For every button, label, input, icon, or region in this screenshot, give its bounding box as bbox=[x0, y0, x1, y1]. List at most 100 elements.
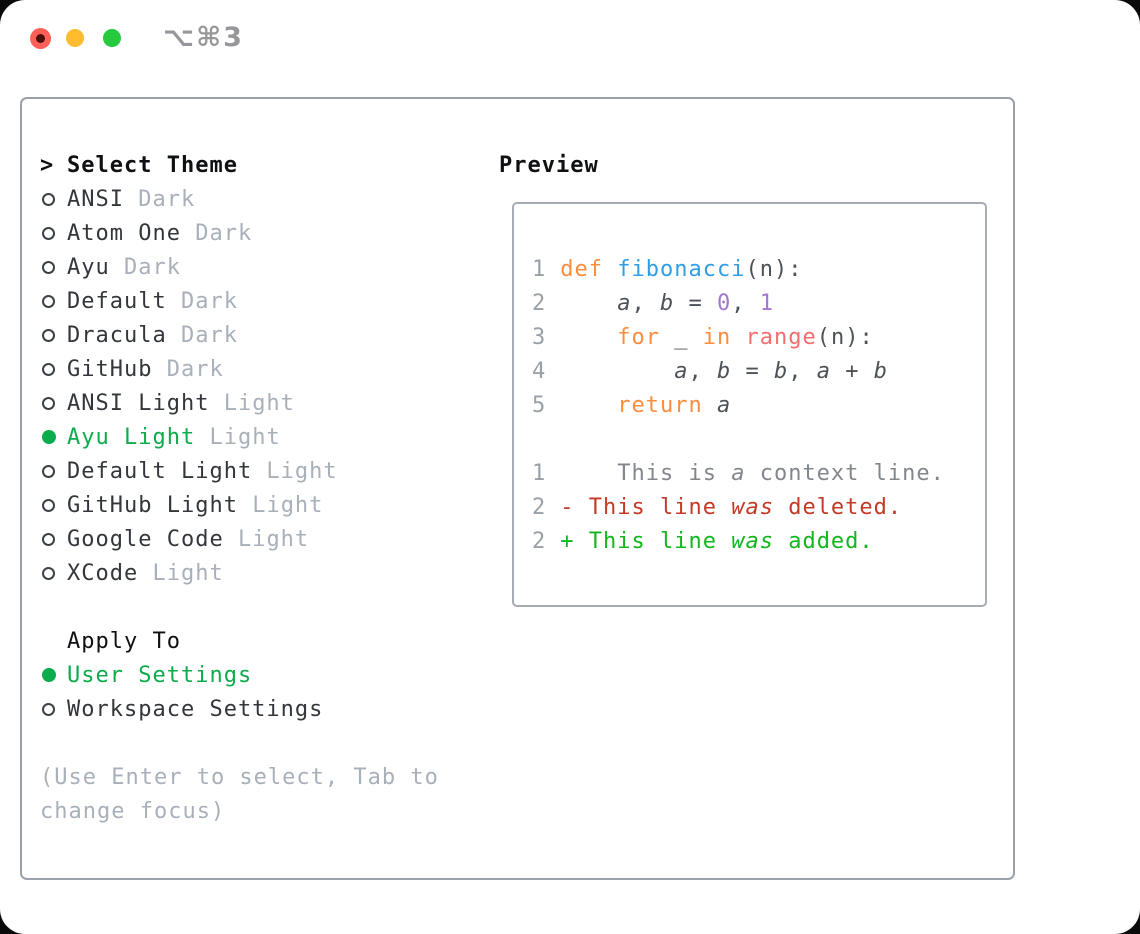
code-token: was bbox=[731, 494, 774, 520]
radio-icon bbox=[40, 430, 67, 444]
code-token: for bbox=[617, 324, 660, 350]
theme-option[interactable]: Dracula Dark bbox=[40, 318, 439, 352]
theme-variant: Dark bbox=[180, 220, 253, 246]
radio-selected-icon bbox=[42, 668, 56, 682]
code-token: in bbox=[702, 324, 732, 350]
code-token: = bbox=[731, 358, 774, 384]
theme-option[interactable]: ANSI Light Light bbox=[40, 386, 439, 420]
code-token: = bbox=[674, 290, 717, 316]
radio-unselected-icon bbox=[42, 566, 55, 580]
line-number: 5 bbox=[532, 392, 547, 418]
apply-option-label: User Settings bbox=[67, 662, 253, 688]
theme-option[interactable]: GitHub Light Light bbox=[40, 488, 439, 522]
theme-name: Ayu bbox=[67, 254, 110, 280]
theme-option[interactable]: GitHub Dark bbox=[40, 352, 439, 386]
code-text: - This line was deleted. bbox=[560, 495, 902, 520]
code-token: b bbox=[873, 358, 888, 384]
theme-option[interactable]: Google Code Light bbox=[40, 522, 439, 556]
code-text: for _ in range(n): bbox=[560, 325, 873, 350]
code-token bbox=[560, 393, 617, 418]
theme-variant: Light bbox=[237, 492, 324, 518]
line-number: 4 bbox=[532, 358, 547, 384]
window-shortcut-label: ⌥⌘3 bbox=[163, 22, 244, 53]
theme-option[interactable]: ANSI Dark bbox=[40, 182, 439, 216]
apply-to-title: Apply To bbox=[67, 628, 181, 654]
select-theme-header-row: > Select Theme bbox=[40, 148, 439, 182]
radio-selected-icon bbox=[42, 430, 56, 444]
radio-icon bbox=[40, 260, 67, 274]
code-token: , bbox=[631, 290, 660, 316]
apply-option[interactable]: Workspace Settings bbox=[40, 692, 439, 726]
code-token bbox=[603, 257, 617, 282]
code-token: b bbox=[773, 358, 789, 384]
theme-option[interactable]: Default Dark bbox=[40, 284, 439, 318]
apply-to-header-row: Apply To bbox=[40, 624, 439, 658]
code-token: , bbox=[688, 358, 717, 384]
apply-option[interactable]: User Settings bbox=[40, 658, 439, 692]
code-token: a bbox=[816, 358, 831, 384]
theme-option[interactable]: XCode Light bbox=[40, 556, 439, 590]
preview-line: 3 for _ in range(n): bbox=[532, 320, 985, 354]
radio-unselected-icon bbox=[42, 260, 55, 274]
code-token: a bbox=[731, 460, 746, 486]
line-number: 1 bbox=[532, 256, 547, 282]
line-number: 2 bbox=[532, 290, 547, 316]
code-token: a bbox=[716, 392, 732, 418]
theme-variant: Dark bbox=[109, 254, 181, 280]
code-token: + This line bbox=[560, 528, 732, 554]
code-token: def bbox=[560, 256, 603, 282]
code-text: def fibonacci(n): bbox=[560, 257, 802, 282]
close-button[interactable] bbox=[30, 27, 51, 49]
hint-line: change focus) bbox=[40, 798, 226, 824]
theme-variant: Light bbox=[223, 526, 310, 552]
theme-name: Ayu Light bbox=[67, 424, 196, 450]
theme-name: Default Light bbox=[67, 458, 253, 484]
radio-icon bbox=[40, 702, 67, 716]
code-token: , bbox=[731, 290, 760, 316]
theme-variant: Light bbox=[252, 458, 338, 484]
code-token bbox=[560, 291, 617, 316]
radio-icon bbox=[40, 294, 67, 308]
select-theme-title: Select Theme bbox=[67, 152, 238, 178]
theme-name: GitHub Light bbox=[67, 492, 238, 518]
preview-line bbox=[532, 422, 985, 456]
code-token: fibonacci bbox=[617, 256, 746, 282]
theme-option[interactable]: Ayu Light Light bbox=[40, 420, 439, 454]
preview-line: 5 return a bbox=[532, 388, 985, 422]
code-token: context line. bbox=[745, 460, 945, 486]
section-gap bbox=[40, 726, 439, 760]
zoom-button[interactable] bbox=[103, 29, 121, 47]
theme-option[interactable]: Default Light Light bbox=[40, 454, 439, 488]
code-token: - This line bbox=[560, 494, 732, 520]
preview-title: Preview bbox=[499, 152, 599, 178]
preview-line: 4 a, b = b, a + b bbox=[532, 354, 985, 388]
theme-variant: Dark bbox=[166, 288, 238, 314]
code-token: 1 bbox=[759, 290, 774, 316]
prompt-icon: > bbox=[40, 152, 55, 178]
theme-option[interactable]: Ayu Dark bbox=[40, 250, 439, 284]
theme-variant: Dark bbox=[166, 322, 238, 348]
code-text: a, b = b, a + b bbox=[560, 359, 888, 384]
minimize-button[interactable] bbox=[66, 29, 84, 47]
radio-unselected-icon bbox=[42, 226, 55, 240]
radio-unselected-icon bbox=[42, 362, 55, 376]
line-number: 2 bbox=[532, 494, 547, 520]
radio-icon bbox=[40, 328, 67, 342]
radio-unselected-icon bbox=[42, 294, 55, 308]
radio-icon bbox=[40, 668, 67, 682]
theme-name: Default bbox=[67, 288, 167, 314]
line-number: 2 bbox=[532, 528, 547, 554]
preview-line: 2 a, b = 0, 1 bbox=[532, 286, 985, 320]
theme-option[interactable]: Atom One Dark bbox=[40, 216, 439, 250]
code-token: return bbox=[617, 392, 703, 418]
preview-line: 1 def fibonacci(n): bbox=[532, 252, 985, 286]
theme-variant: Dark bbox=[123, 186, 196, 212]
radio-unselected-icon bbox=[42, 464, 55, 478]
theme-variant: Light bbox=[209, 390, 295, 416]
code-token: b bbox=[659, 290, 675, 316]
theme-name: Atom One bbox=[67, 220, 181, 246]
